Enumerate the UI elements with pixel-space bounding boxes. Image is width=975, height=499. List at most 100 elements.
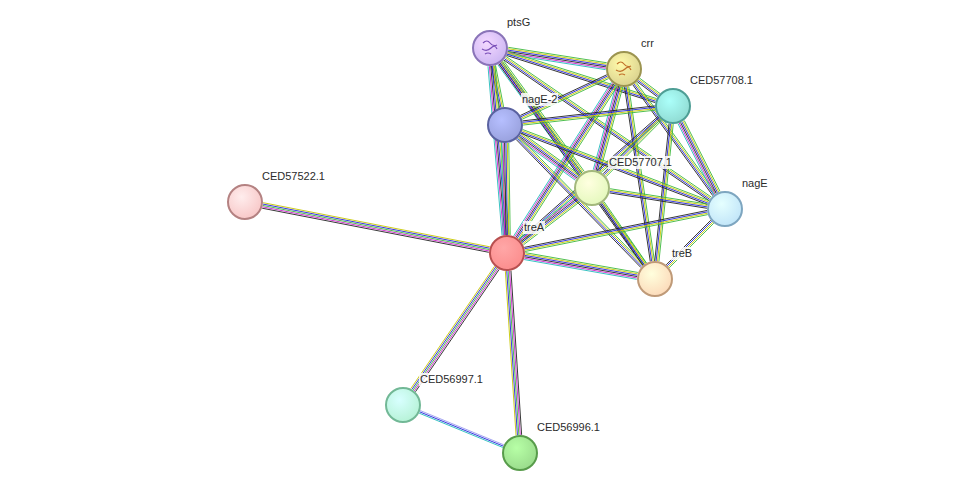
- evidence-line: [519, 196, 575, 239]
- interaction-edge: [523, 106, 656, 125]
- node-label: CED56996.1: [536, 421, 601, 434]
- node-circle: [472, 30, 508, 66]
- evidence-line: [522, 199, 578, 242]
- evidence-line: [522, 77, 608, 118]
- node-circle: [606, 51, 642, 87]
- interaction-edge: [524, 253, 638, 280]
- evidence-line: [415, 269, 499, 391]
- evidence-line: [524, 211, 707, 248]
- node-label: treA: [523, 221, 545, 234]
- evidence-line: [523, 201, 579, 244]
- evidence-line: [524, 260, 637, 280]
- node-label: treB: [671, 247, 693, 260]
- node-label: CED57708.1: [689, 74, 754, 87]
- evidence-line: [659, 124, 673, 261]
- node-circle: [487, 107, 523, 143]
- node-label: nagE-2: [521, 93, 558, 106]
- evidence-line: [610, 189, 707, 204]
- protein-node: ptsG: [472, 30, 508, 66]
- evidence-line: [412, 267, 496, 389]
- evidence-line: [609, 193, 706, 208]
- evidence-line: [525, 212, 708, 249]
- evidence-line: [517, 85, 615, 239]
- protein-node: treA: [489, 235, 525, 271]
- interaction-edge: [488, 66, 509, 236]
- evidence-line: [525, 255, 638, 275]
- evidence-line: [678, 124, 714, 195]
- node-circle: [227, 184, 263, 220]
- evidence-line: [495, 66, 509, 235]
- protein-node: CED57708.1: [655, 88, 691, 124]
- node-disc: [473, 31, 507, 65]
- evidence-line: [520, 197, 576, 240]
- node-label: CED57707.1: [608, 156, 673, 169]
- evidence-line: [502, 143, 503, 235]
- evidence-line: [491, 66, 505, 235]
- interaction-edge: [666, 220, 714, 268]
- interaction-edge: [419, 411, 504, 448]
- protein-node: nagE-2: [487, 107, 523, 143]
- node-label: crr: [640, 37, 655, 50]
- node-circle: [385, 387, 421, 423]
- evidence-line: [488, 66, 502, 235]
- evidence-line: [523, 109, 655, 124]
- evidence-line: [667, 221, 712, 266]
- evidence-line: [680, 122, 716, 193]
- protein-node: treB: [637, 261, 673, 297]
- evidence-line: [262, 208, 489, 252]
- evidence-line: [669, 223, 714, 268]
- evidence-line: [668, 222, 713, 267]
- evidence-line: [523, 110, 655, 125]
- node-circle: [502, 435, 538, 471]
- node-circle: [637, 261, 673, 297]
- evidence-line: [682, 122, 718, 193]
- evidence-line: [411, 266, 495, 388]
- node-disc: [386, 388, 420, 422]
- evidence-line: [414, 269, 498, 391]
- node-label: CED56997.1: [419, 373, 484, 386]
- evidence-line: [610, 191, 707, 206]
- evidence-line: [521, 76, 607, 117]
- protein-node: CED56997.1: [385, 387, 421, 423]
- interaction-edge: [609, 189, 707, 209]
- node-label: ptsG: [506, 16, 531, 29]
- interaction-edge: [502, 143, 510, 235]
- evidence-line: [655, 124, 669, 261]
- interaction-edge: [633, 82, 716, 195]
- evidence-line: [262, 207, 489, 251]
- node-disc: [488, 108, 522, 142]
- evidence-line: [525, 254, 638, 274]
- evidence-line: [494, 66, 508, 235]
- evidence-line: [602, 203, 645, 264]
- interaction-edge: [505, 271, 521, 435]
- evidence-line: [508, 271, 519, 435]
- evidence-line: [656, 124, 670, 261]
- evidence-line: [507, 271, 518, 435]
- evidence-line: [413, 268, 497, 390]
- evidence-line: [658, 124, 672, 261]
- evidence-line: [523, 106, 655, 121]
- evidence-line: [492, 66, 506, 235]
- interaction-edge: [411, 266, 499, 391]
- evidence-line: [525, 257, 638, 277]
- evidence-line: [666, 220, 711, 265]
- evidence-line: [263, 205, 490, 249]
- node-disc: [607, 52, 641, 86]
- node-disc: [575, 171, 609, 205]
- structure-icon: [482, 41, 497, 54]
- evidence-line: [419, 413, 503, 447]
- evidence-line: [263, 203, 490, 247]
- protein-node: CED57707.1: [574, 170, 610, 206]
- node-disc: [503, 436, 537, 470]
- node-disc: [228, 185, 262, 219]
- node-label: nagE: [741, 177, 769, 190]
- protein-node: CED56996.1: [502, 435, 538, 471]
- interaction-edge: [655, 124, 673, 262]
- evidence-line: [604, 202, 647, 263]
- evidence-line: [679, 123, 715, 194]
- evidence-line: [683, 121, 719, 192]
- node-circle: [574, 170, 610, 206]
- node-circle: [707, 191, 743, 227]
